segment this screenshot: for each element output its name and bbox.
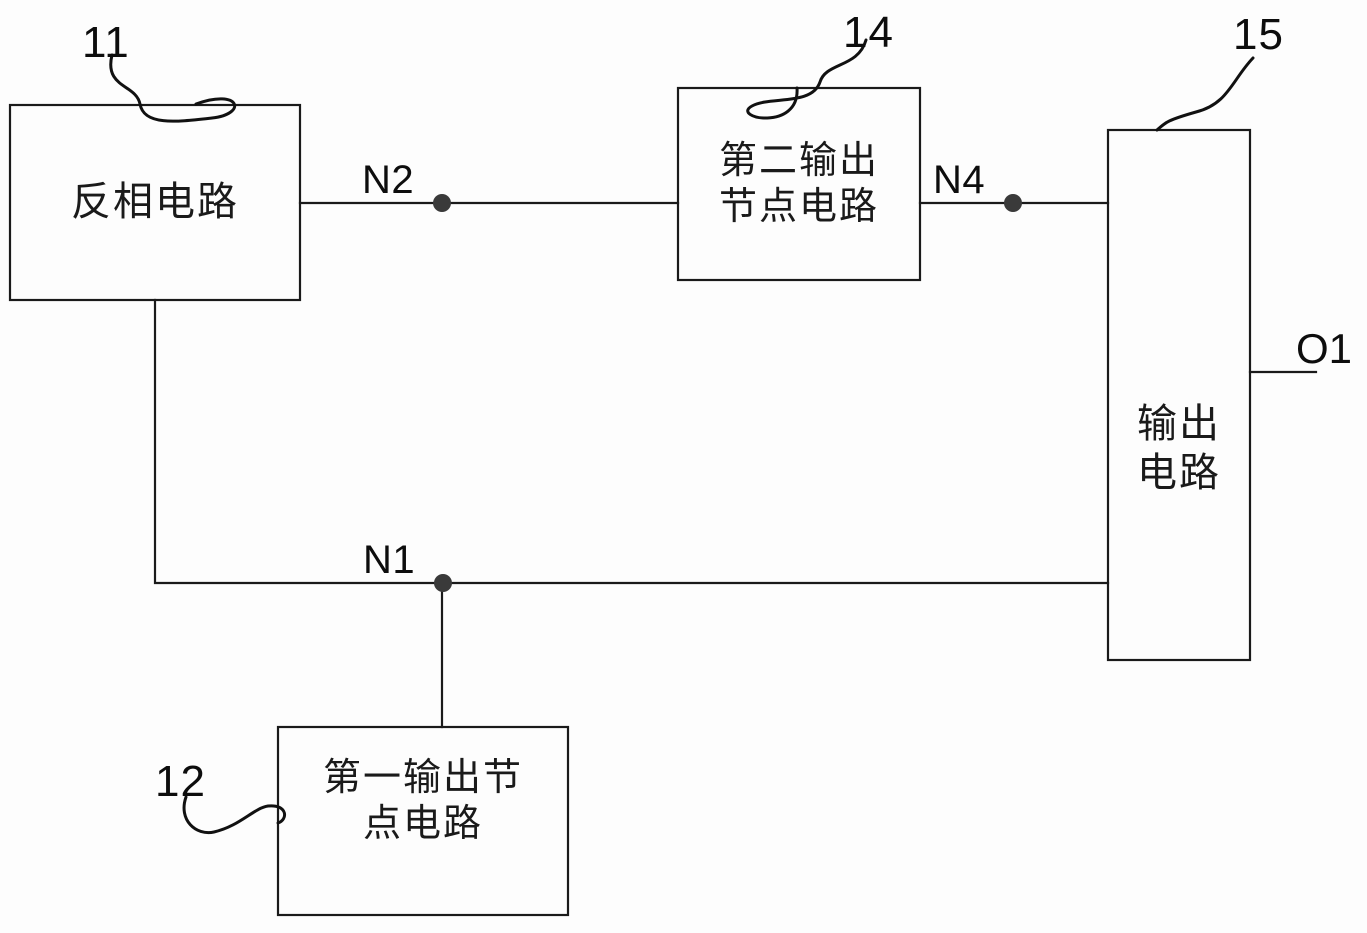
reference-number-11: 11 [82, 18, 130, 68]
node-label-text: N2 [362, 158, 415, 202]
leader-line-11 [109, 53, 237, 123]
block-first-output-node-circuit[interactable] [276, 725, 570, 917]
leader-line-15 [1155, 56, 1255, 132]
port-label-text: O1 [1296, 325, 1353, 372]
reference-number-text: 14 [843, 8, 894, 57]
node-label-text: N1 [363, 538, 416, 582]
node-label-text: N4 [933, 158, 986, 202]
reference-number-text: 12 [155, 757, 206, 806]
reference-number-text: 11 [82, 18, 130, 67]
node-label-n1: N1 [363, 538, 415, 583]
leader-line-12 [182, 795, 286, 835]
junction-dot-n1 [434, 574, 452, 592]
reference-number-12: 12 [155, 757, 206, 807]
junction-dot-n2 [433, 194, 451, 212]
block-output-circuit[interactable] [1106, 128, 1252, 662]
reference-number-text: 15 [1233, 10, 1284, 59]
wire-inverting-to-n1-bus [153, 298, 1110, 585]
block-second-output-node-circuit[interactable] [676, 86, 922, 282]
node-label-n2: N2 [362, 158, 414, 203]
junction-dot-n4 [1004, 194, 1022, 212]
node-label-n4: N4 [933, 158, 985, 203]
reference-number-15: 15 [1233, 10, 1284, 60]
block-inverting-circuit[interactable] [8, 103, 302, 302]
port-label-o1: O1 [1296, 325, 1352, 373]
leader-line-14 [746, 38, 868, 120]
reference-number-14: 14 [843, 8, 894, 58]
